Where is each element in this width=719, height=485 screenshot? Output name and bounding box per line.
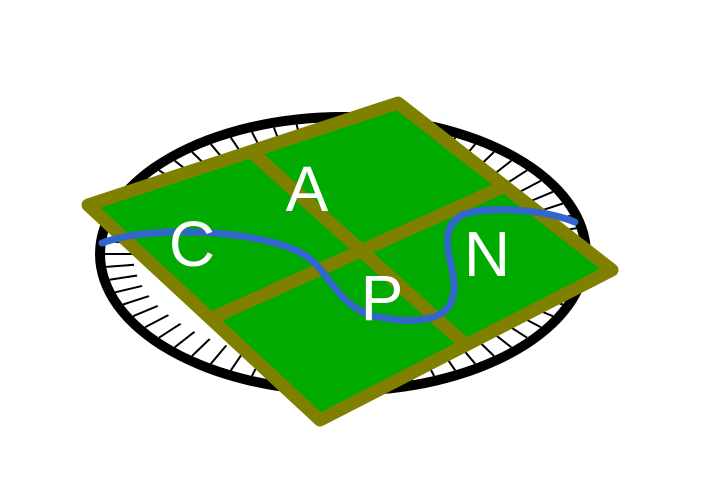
base-spoke: [122, 293, 154, 306]
plot-label-a: A: [286, 153, 329, 225]
plot-label-p: P: [361, 262, 404, 334]
base-spoke: [144, 312, 173, 329]
base-spoke: [210, 341, 230, 365]
plot-label-n: N: [464, 218, 510, 290]
base-spoke: [132, 303, 163, 318]
base-spoke: [109, 273, 143, 281]
base-spoke: [158, 320, 186, 339]
river-line: [98, 206, 579, 324]
plot-label-c: C: [169, 208, 215, 280]
field-divider-vertical: [205, 179, 512, 325]
base-spoke: [114, 283, 148, 294]
base-spoke: [191, 335, 214, 357]
base-spoke: [106, 263, 140, 268]
base-spoke: [174, 328, 199, 349]
